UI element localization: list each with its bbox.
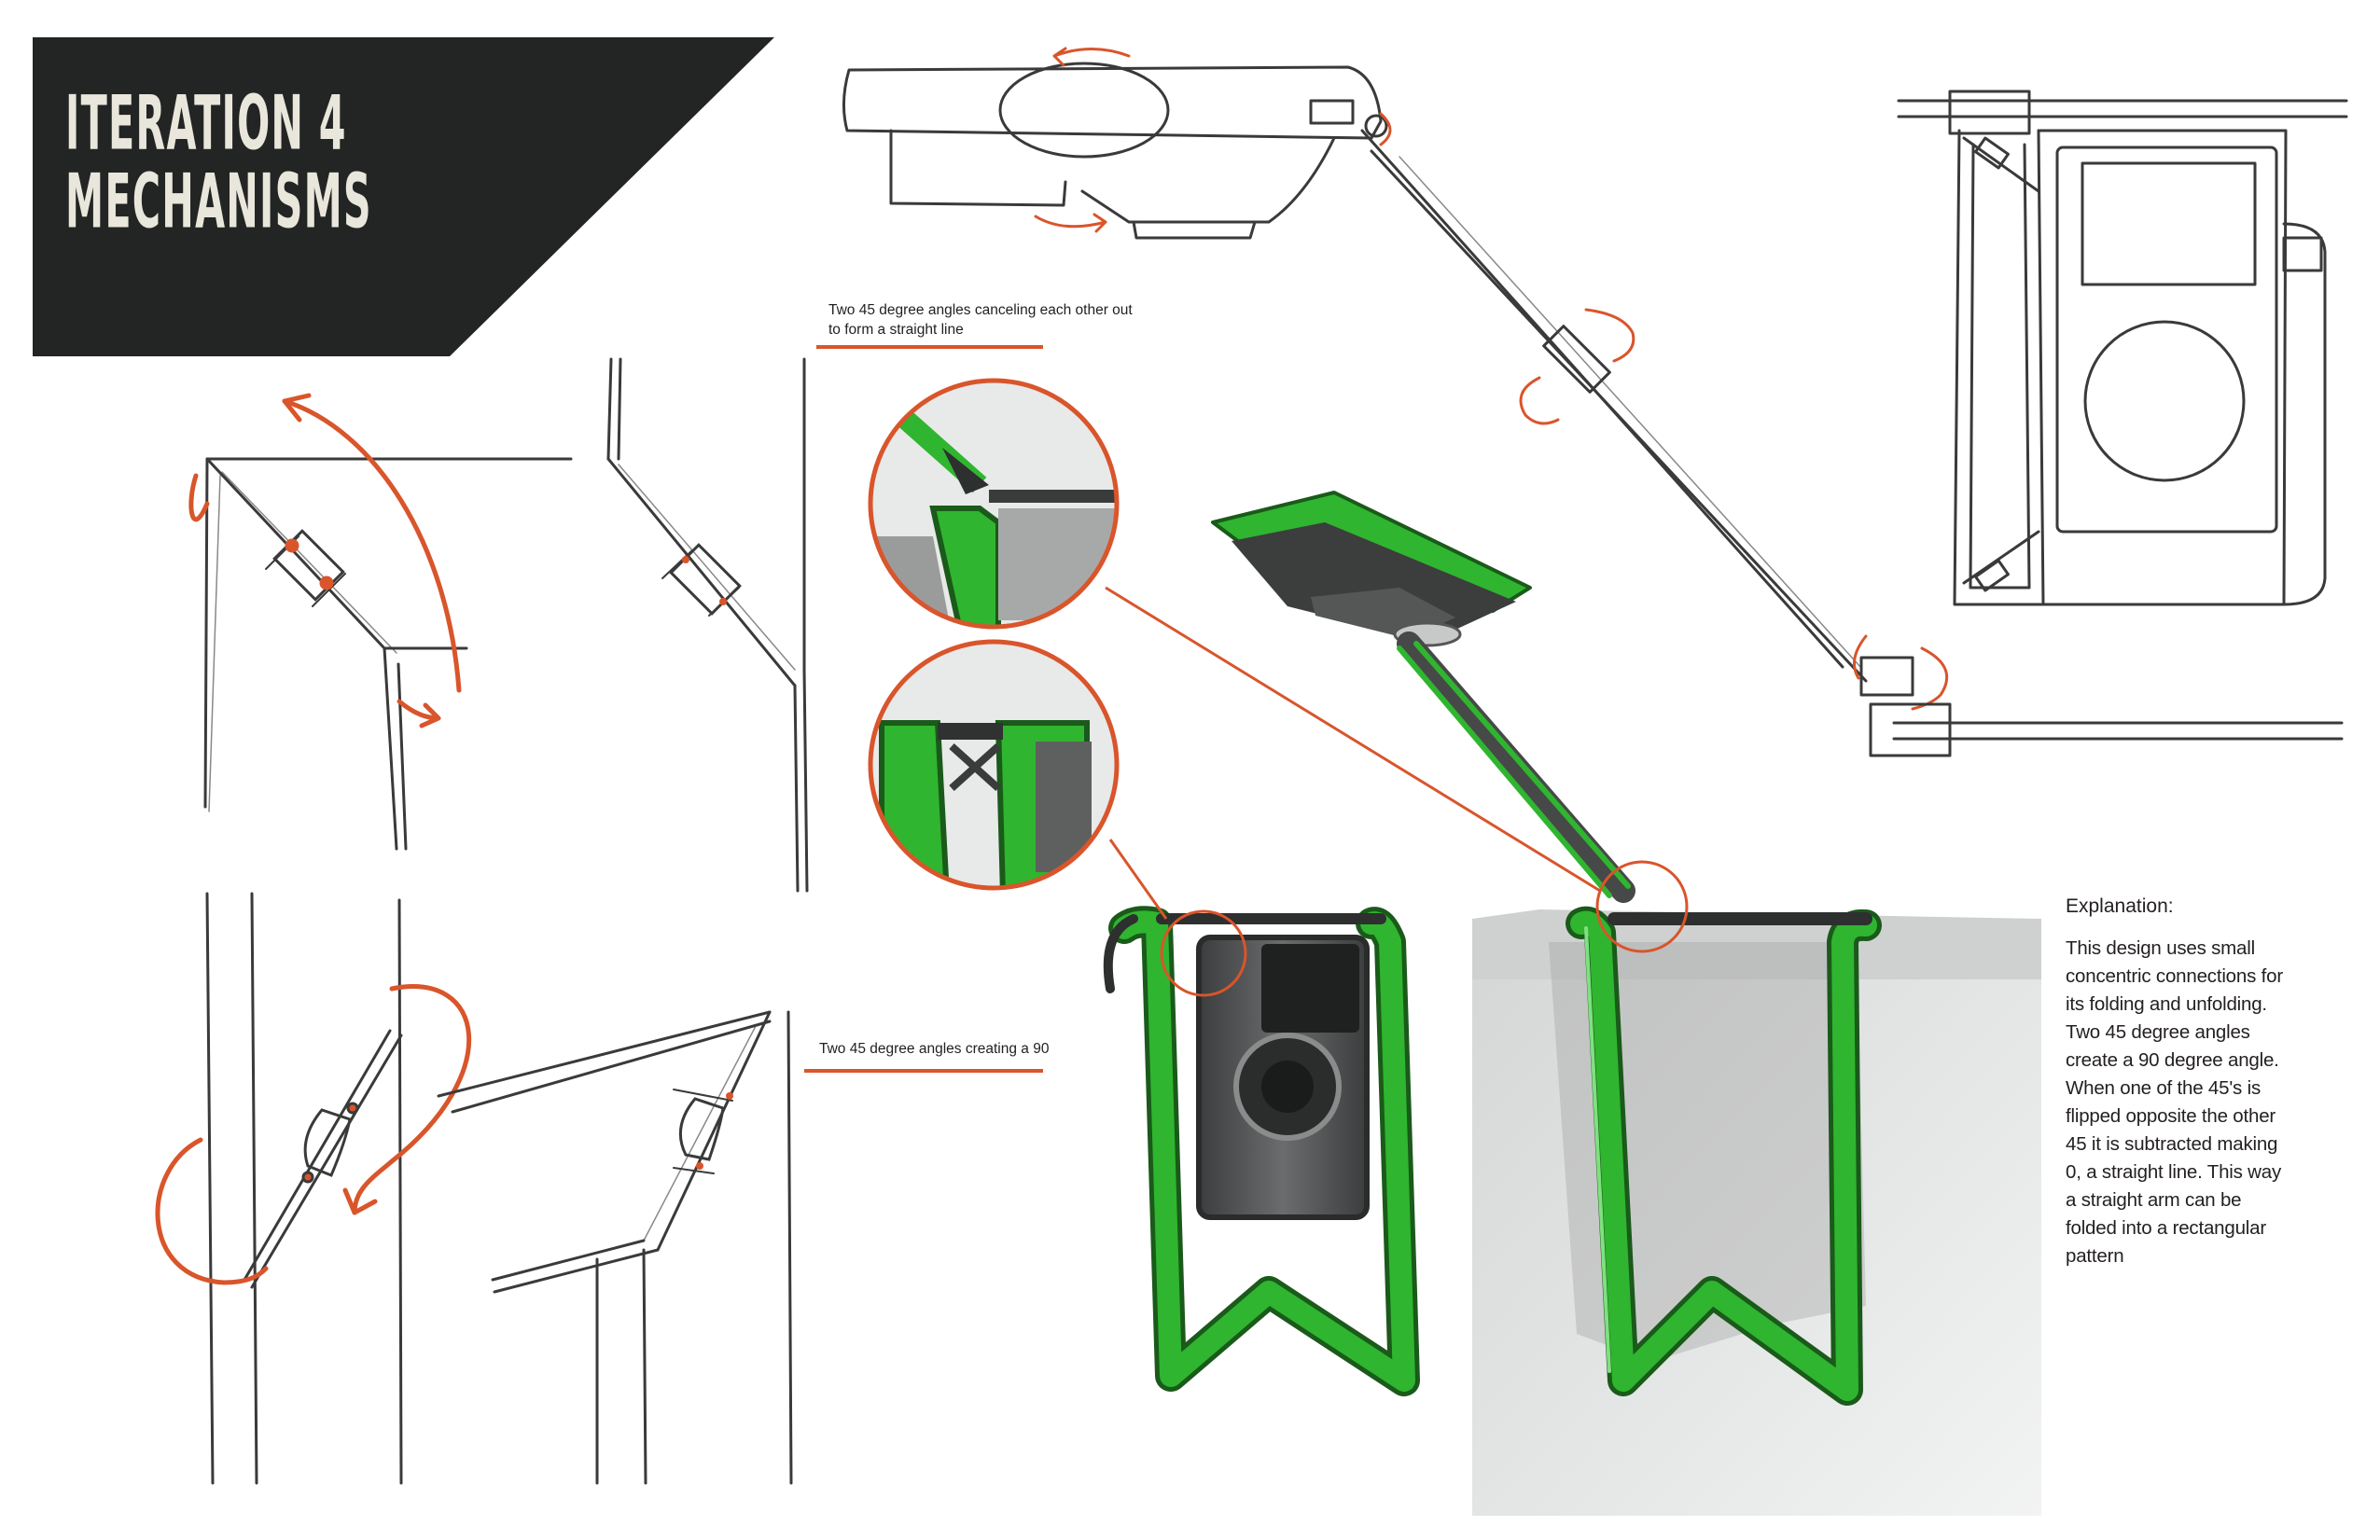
title-banner xyxy=(33,37,774,356)
render-wall-frame xyxy=(1566,906,1882,1406)
explanation-panel: Explanation: This design uses small conc… xyxy=(2066,895,2290,1270)
sketch-corner-arrows xyxy=(188,393,462,728)
explanation-body: This design uses small concentric connec… xyxy=(2066,937,2283,1267)
caption-ninety: Two 45 degree angles creating a 90 xyxy=(819,1041,1050,1057)
sketch-folded-frame xyxy=(1869,90,2348,757)
sketch-arm-assembly xyxy=(842,62,1914,697)
explanation-heading: Explanation: xyxy=(2066,895,2174,917)
sketch-pole-arrows xyxy=(155,984,471,1285)
callout-leaders xyxy=(1105,586,1689,997)
sketch-straight-arm xyxy=(606,357,809,893)
render-wall-scene xyxy=(1472,909,2041,1516)
zoom-detail-top xyxy=(868,378,1120,630)
render-arm-head xyxy=(1211,491,1635,903)
sketch-ninety-fold xyxy=(437,1010,793,1485)
caption-straight-line: Two 45 degree angles canceling each othe… xyxy=(828,302,1133,338)
zoom-detail-bottom xyxy=(868,639,1120,891)
sketch-corner-fold xyxy=(203,457,573,851)
sketch-pole-joint xyxy=(205,892,403,1485)
render-hanger-frame xyxy=(1103,906,1420,1396)
